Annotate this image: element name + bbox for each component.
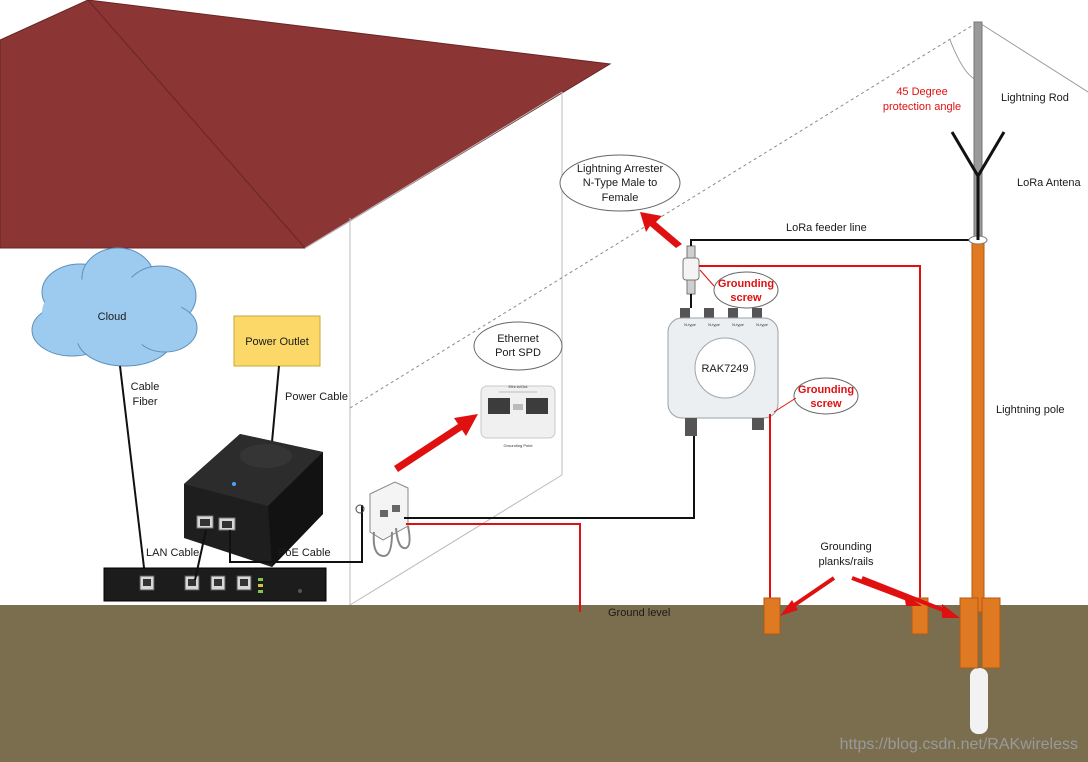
cloud-fiber-cable	[119, 365, 146, 577]
arrester-pointer-arrow	[640, 212, 682, 248]
grounding-plank-4	[981, 597, 1001, 669]
poe-injector-icon	[184, 434, 323, 567]
router-icon	[103, 567, 327, 602]
grounding-plank-3	[959, 597, 979, 669]
grounding-screw-right-leader	[773, 397, 797, 413]
arrester-ground-wire	[699, 265, 921, 602]
power-cable	[271, 365, 280, 443]
grounding-screw-right-label-1: Grounding	[798, 384, 854, 396]
pole-underground	[970, 668, 988, 734]
lightning-arrester-icon	[682, 245, 700, 295]
spd-pointer-arrow	[394, 414, 478, 472]
poe-cable-label: PoE Cable	[278, 547, 331, 559]
lightning-pole	[971, 239, 985, 613]
wall-spd-icon	[369, 481, 411, 558]
lora-antenna-label: LoRa Antena	[1017, 177, 1081, 189]
cloud-label: Cloud	[98, 311, 127, 323]
ethernet-spd-callout	[473, 321, 563, 371]
rod-guy-line	[977, 21, 1088, 93]
grounding-planks-label-1: Grounding	[820, 541, 871, 553]
lora-antenna-icon	[950, 131, 1006, 240]
rak7249-gateway-icon: N-type N-type N-type N-type	[667, 308, 779, 436]
power-outlet-label: Power Outlet	[245, 336, 309, 348]
house-wall-base	[349, 474, 563, 606]
power-cable-label: Power Cable	[285, 391, 348, 403]
ground-level-label: Ground level	[608, 607, 670, 619]
grounding-screw-right-callout	[793, 377, 859, 415]
house-gable-edge	[304, 91, 563, 249]
spd-in-out-label: Ethr.in/Out	[509, 384, 529, 389]
lightning-pole-label: Lightning pole	[996, 404, 1065, 416]
ethernet-spd-icon	[478, 375, 560, 441]
arrester-label-1: Lightning Arrester	[577, 163, 664, 175]
ethernet-spd-label-2: Port SPD	[495, 347, 541, 359]
grounding-planks-label-2: planks/rails	[818, 556, 874, 568]
svg-text:N-type: N-type	[756, 322, 769, 327]
grounding-screw-top-leader	[699, 269, 715, 287]
lan-cable	[194, 529, 207, 581]
arrester-label-2: N-Type Male to	[583, 177, 658, 189]
roof-ridge-line	[87, 0, 306, 249]
house	[0, 0, 612, 606]
lan-cable-label: LAN Cable	[146, 547, 199, 559]
gateway-label: RAK7249	[701, 363, 748, 375]
lora-feeder-label: LoRa feeder line	[786, 222, 867, 234]
arrester-label-3: Female	[602, 192, 639, 204]
grounding-plank-1	[763, 597, 781, 635]
svg-text:N-type: N-type	[684, 322, 697, 327]
lightning-rod-label: Lightning Rod	[1001, 92, 1069, 104]
poe-cable	[229, 505, 363, 563]
ethernet-spd-label-1: Ethernet	[497, 333, 539, 345]
cable-label: Cable	[131, 381, 160, 393]
angle-label-2: protection angle	[883, 101, 961, 113]
planks-pointer-arrows	[780, 576, 960, 618]
svg-text:N-type: N-type	[708, 322, 721, 327]
house-roof	[0, 0, 612, 249]
lora-feeder-line	[690, 239, 975, 246]
spd-ground-wire	[406, 523, 581, 612]
svg-text:N-type: N-type	[732, 322, 745, 327]
arrester-callout	[559, 154, 681, 212]
ground	[0, 605, 1088, 762]
grounding-screw-right-label-2: screw	[810, 398, 842, 410]
grounding-screw-top-callout	[713, 271, 779, 309]
power-outlet	[233, 315, 321, 367]
grounding-plank-2	[911, 597, 929, 635]
ethernet-cable-to-gateway	[404, 436, 695, 519]
watermark: https://blog.csdn.net/RAKwireless	[840, 736, 1078, 753]
grounding-screw-top-label-1: Grounding	[718, 278, 774, 290]
fiber-label: Fiber	[132, 396, 157, 408]
spd-ground-point-label: Grounding Point	[504, 443, 534, 448]
cloud-icon	[31, 247, 198, 367]
grounding-screw-top-label-2: screw	[730, 292, 762, 304]
angle-label-1: 45 Degree	[896, 86, 947, 98]
wall-ground-point	[355, 504, 365, 514]
protection-cone-line	[349, 21, 979, 409]
